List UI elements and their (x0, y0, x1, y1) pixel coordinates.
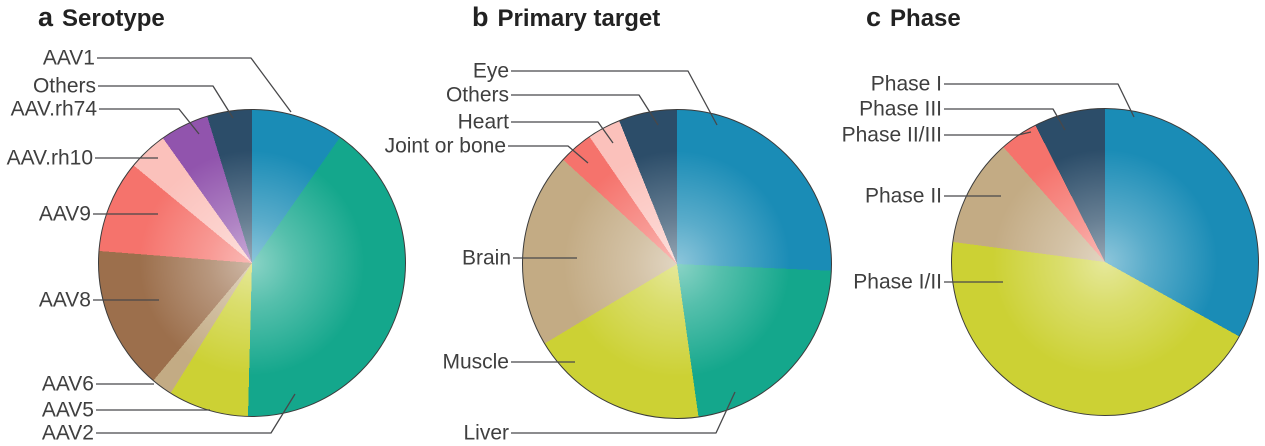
slice-label-brain: Brain (461, 246, 511, 270)
panel-a-title: a Serotype (38, 4, 165, 32)
slice-label-joint-or-bone: Joint or bone (384, 134, 506, 158)
leader-line-aav1 (97, 57, 292, 113)
slice-label-liver: Liver (463, 421, 509, 445)
panel-b-letter: b (472, 2, 489, 32)
panel-b-title-text: Primary target (497, 5, 661, 32)
slice-label-phase-i: Phase I (870, 72, 942, 96)
panel-c-title-text: Phase (890, 5, 961, 32)
slice-label-aav-rh10: AAV.rh10 (6, 146, 93, 170)
panel-b-title: b Primary target (472, 4, 660, 32)
slice-label-aav5: AAV5 (41, 398, 94, 422)
pie-primary-target (522, 109, 832, 419)
panel-a-title-text: Serotype (62, 5, 165, 32)
panel-a-letter: a (38, 2, 54, 32)
slice-label-aav8: AAV8 (38, 288, 91, 312)
slice-label-eye: Eye (472, 59, 509, 83)
panel-c-letter: c (866, 2, 882, 32)
slice-label-phase-ii-iii: Phase II/III (841, 123, 942, 147)
slice-label-phase-i-ii: Phase I/II (853, 270, 942, 294)
panel-c-title: c Phase (866, 4, 961, 32)
slice-label-muscle: Muscle (442, 350, 509, 374)
slice-label-others: Others (32, 74, 96, 98)
slice-label-heart: Heart (457, 110, 509, 134)
pie-phase (951, 108, 1259, 416)
slice-label-aav6: AAV6 (41, 372, 94, 396)
slice-label-aav2: AAV2 (41, 421, 94, 445)
slice-label-phase-iii: Phase III (859, 97, 942, 121)
slice-label-aav1: AAV1 (42, 46, 95, 70)
slice-label-others: Others (445, 83, 509, 107)
pie-serotype (98, 109, 406, 417)
slice-label-aav-rh74: AAV.rh74 (10, 97, 97, 121)
slice-label-phase-ii: Phase II (864, 184, 942, 208)
slice-label-aav9: AAV9 (38, 202, 91, 226)
